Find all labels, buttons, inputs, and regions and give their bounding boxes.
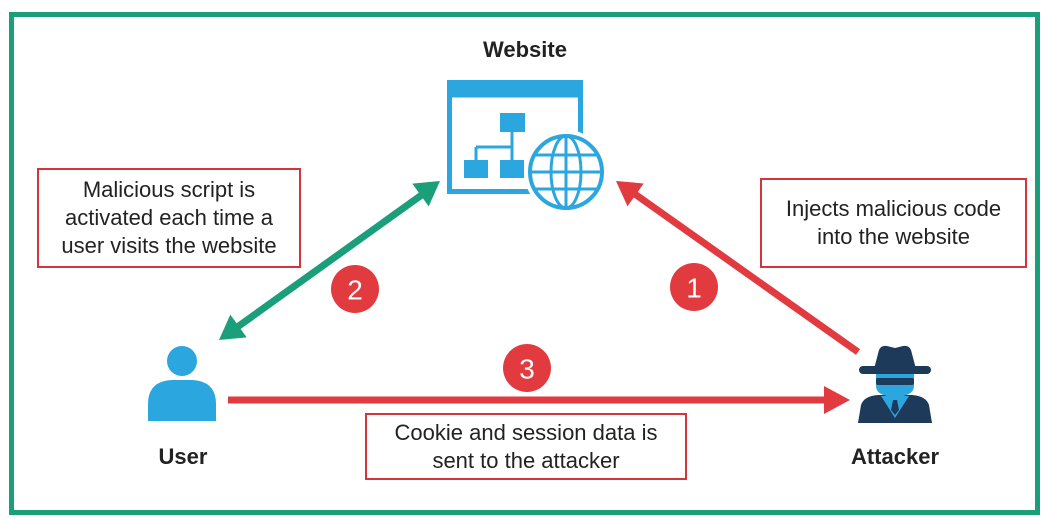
step-2-line-2: activated each time a [65,205,273,230]
attacker-to-website-arrow-shaft [629,189,861,355]
step-3-line-2: sent to the attacker [432,447,620,473]
step-3-line-1: Cookie and session data is [394,419,658,445]
step-1-description-box: Injects malicious code into the website [760,178,1027,268]
double-arrow-head-user [219,314,247,340]
diagram-frame [9,12,1040,515]
double-arrow-head-website [412,181,440,207]
user-icon [148,346,216,421]
step-3-number: 3 [519,354,535,385]
step-1-number: 1 [686,273,702,304]
step-1-badge: 1 [670,263,718,311]
step-1-badge-circle [670,263,718,311]
attacker-to-website-arrow [616,181,861,355]
sitemap-child-node-left [464,160,488,178]
user-icon-body [148,380,216,421]
browser-title-bar [449,82,581,98]
website-label: Website [483,37,567,62]
sitemap-child-node-right [500,160,524,178]
sitemap-root-node [500,113,525,132]
step-1-line-2: into the website [817,224,970,249]
step-2-number: 2 [347,275,363,306]
user-to-attacker-arrow-head [824,386,850,414]
double-arrow-shaft [233,191,426,331]
attacker-tie [891,400,899,415]
step-2-badge-circle [331,265,379,313]
globe-icon [524,130,608,214]
attacker-face [876,374,914,397]
step-3-badge-circle [503,344,551,392]
attacker-hat-crown [874,345,916,369]
website-icon [447,80,608,214]
user-to-attacker-arrow [228,386,850,414]
step-2-badge: 2 [331,265,379,313]
step-2-line-3: user visits the website [61,233,277,258]
user-icon-head [167,346,197,376]
user-website-double-arrow [219,181,440,340]
user-label: User [158,444,208,469]
step-3-badge: 3 [503,344,551,392]
step-1-line-1: Injects malicious code [785,196,1002,221]
attacker-to-website-arrow-head [616,181,644,207]
step-3-description-box: Cookie and session data is sent to the a… [365,413,687,480]
attacker-spy-icon [858,345,932,423]
attacker-glasses [876,378,914,385]
attacker-label: Attacker [850,444,940,469]
step-2-description-box: Malicious script is activated each time … [37,168,301,268]
step-2-line-1: Malicious script is [82,177,256,202]
sitemap-connectors [474,132,514,160]
